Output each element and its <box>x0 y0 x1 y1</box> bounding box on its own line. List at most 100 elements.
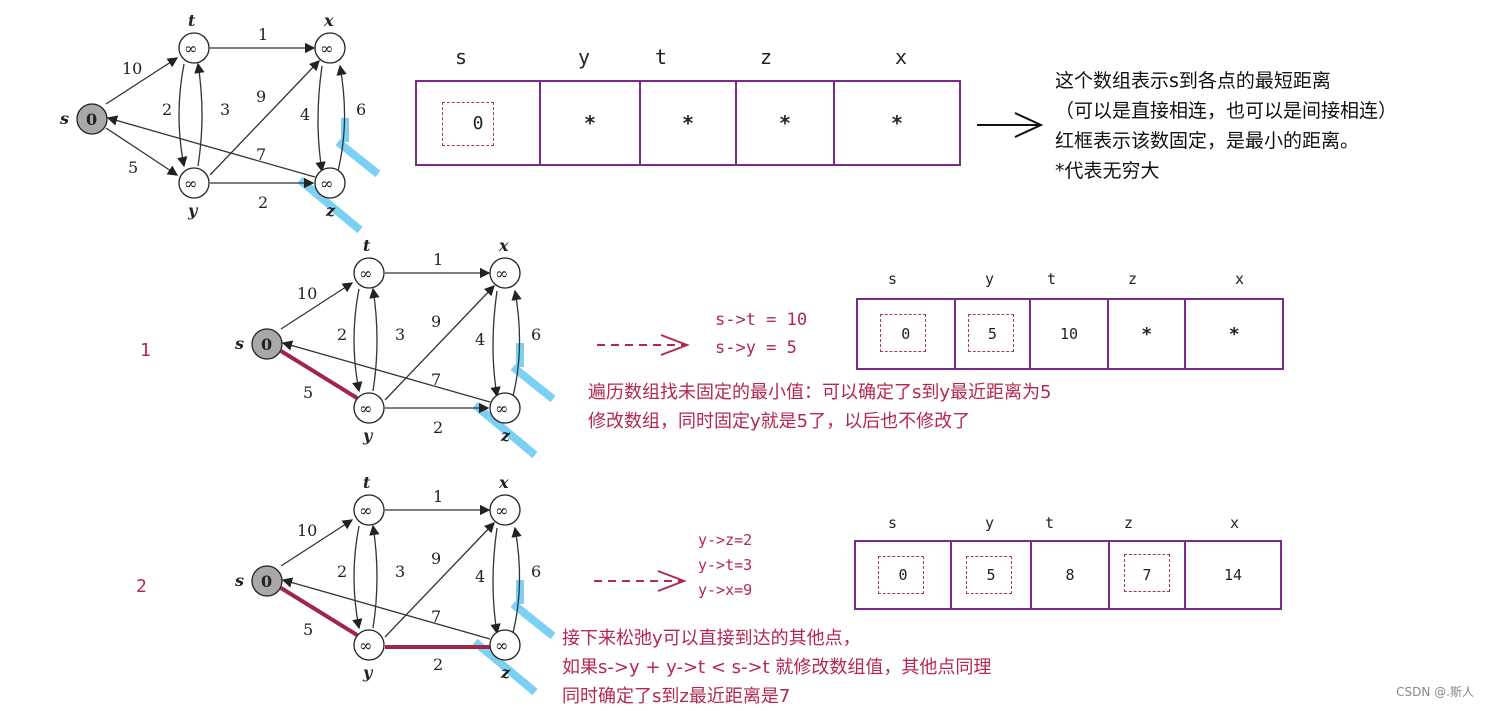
svg-text:10: 10 <box>297 521 317 540</box>
svg-text:∞: ∞ <box>184 174 197 193</box>
node-t <box>178 32 210 64</box>
array1-headers: s y t z x <box>888 270 1245 288</box>
svg-text:s: s <box>59 109 69 128</box>
svg-text:2: 2 <box>337 325 347 344</box>
svg-text:6: 6 <box>356 100 366 119</box>
watermark: CSDN @.斯人 <box>1396 685 1474 699</box>
svg-text:2: 2 <box>433 418 443 437</box>
edge-z-s <box>106 115 316 178</box>
explanation-text: 这个数组表示s到各点的最短距离 （可以是直接相连，也可以是间接相连） 红框表示该… <box>1055 70 1398 182</box>
svg-text:∞: ∞ <box>495 636 508 655</box>
edge-s-y-highlight <box>279 349 359 400</box>
cell-x: * <box>891 111 903 135</box>
edge-t-y <box>177 63 188 168</box>
svg-text:t: t <box>363 473 371 492</box>
cell-s: 0 <box>417 82 541 164</box>
svg-text:10: 10 <box>122 59 142 78</box>
graph-step0: 0 s ∞ t ∞ x ∞ y ∞ z 10 5 1 2 3 9 4 6 7 2 <box>59 11 381 234</box>
relax-list-step2: y->z=2 y->t=3 y->x=9 <box>698 531 753 599</box>
graph-step2: 0 s ∞ t ∞ x ∞ y ∞ z 10 5 1 2 3 9 4 6 7 2 <box>234 473 556 696</box>
svg-text:0: 0 <box>261 572 272 591</box>
svg-text:∞: ∞ <box>359 501 372 520</box>
svg-text:3: 3 <box>395 562 405 581</box>
svg-text:∞: ∞ <box>320 39 333 58</box>
svg-text:∞: ∞ <box>359 264 372 283</box>
edge-z-x <box>336 64 347 172</box>
svg-text:∞: ∞ <box>495 264 508 283</box>
svg-text:y: y <box>362 426 374 445</box>
svg-text:3: 3 <box>220 100 230 119</box>
svg-text:5: 5 <box>128 158 138 177</box>
svg-text:9: 9 <box>256 87 266 106</box>
distance-array-step1: 0 5 10 * * <box>856 298 1284 370</box>
svg-text:s: s <box>234 334 244 353</box>
svg-text:9: 9 <box>431 312 441 331</box>
svg-text:10: 10 <box>297 284 317 303</box>
svg-text:t: t <box>188 11 196 30</box>
cell-t: * <box>641 82 737 164</box>
svg-text:6: 6 <box>531 562 541 581</box>
svg-text:x: x <box>323 11 334 30</box>
svg-text:9: 9 <box>431 549 441 568</box>
svg-text:∞: ∞ <box>320 174 333 193</box>
edge-x-z <box>315 65 326 173</box>
svg-text:3: 3 <box>395 325 405 344</box>
fixed-marker <box>442 102 494 146</box>
dashed-arrow-step2 <box>594 570 687 592</box>
relax-list-step1: s->t = 10 s->y = 5 <box>715 310 808 358</box>
distance-array-step2: 0 5 8 7 14 <box>854 540 1282 610</box>
svg-text:4: 4 <box>475 567 485 586</box>
svg-text:1: 1 <box>433 250 443 269</box>
svg-text:2: 2 <box>433 655 443 674</box>
node-y <box>178 167 210 199</box>
edge-s-t <box>105 57 179 105</box>
svg-text:∞: ∞ <box>184 39 197 58</box>
distance-array-step0: 0 * * * * <box>415 80 961 166</box>
notes-step1: 遍历数组找未固定的最小值：可以确定了s到y最近距离为5 修改数组，同时固定y就是… <box>588 382 1052 432</box>
node-x <box>314 32 346 64</box>
svg-text:2: 2 <box>162 100 172 119</box>
array2-headers: s y t z x <box>888 514 1240 532</box>
svg-text:t: t <box>363 236 371 255</box>
svg-text:1: 1 <box>258 25 268 44</box>
notes-step2: 接下来松弛y可以直接到达的其他点， 如果s->y + y->t < s->t 就… <box>562 628 992 707</box>
svg-text:1: 1 <box>433 487 443 506</box>
svg-text:2: 2 <box>258 193 268 212</box>
svg-text:∞: ∞ <box>495 501 508 520</box>
svg-text:4: 4 <box>300 105 310 124</box>
svg-text:∞: ∞ <box>359 636 372 655</box>
dashed-arrow-step1 <box>597 334 690 356</box>
svg-text:y: y <box>187 201 199 220</box>
svg-text:s: s <box>234 571 244 590</box>
svg-text:7: 7 <box>431 370 441 389</box>
svg-text:0: 0 <box>261 335 272 354</box>
svg-text:z: z <box>500 663 511 682</box>
node-z <box>314 167 346 199</box>
svg-text:2: 2 <box>337 562 347 581</box>
svg-text:7: 7 <box>256 145 266 164</box>
svg-text:x: x <box>498 473 509 492</box>
graph-step1: 0 s ∞ t ∞ x ∞ y ∞ z 10 5 1 2 3 9 4 6 7 2 <box>234 236 556 459</box>
svg-text:z: z <box>325 201 336 220</box>
svg-text:7: 7 <box>431 607 441 626</box>
array0-headers: s y t z x <box>455 45 908 69</box>
cell-y: * <box>541 82 641 164</box>
step-number-1: 1 <box>140 340 151 361</box>
edge-s-y <box>105 127 179 176</box>
step-number-2: 2 <box>136 576 147 597</box>
node-s <box>76 103 108 135</box>
edge-y-t <box>194 62 205 167</box>
arrow-to-explanation <box>977 112 1044 138</box>
cell-z: * <box>737 82 835 164</box>
svg-text:∞: ∞ <box>359 399 372 418</box>
edge-y-x <box>209 60 320 176</box>
svg-text:∞: ∞ <box>495 399 508 418</box>
svg-text:4: 4 <box>475 330 485 349</box>
svg-text:5: 5 <box>303 620 313 639</box>
svg-text:6: 6 <box>531 325 541 344</box>
svg-text:x: x <box>498 236 509 255</box>
svg-text:0: 0 <box>86 110 97 129</box>
svg-text:5: 5 <box>303 383 313 402</box>
svg-text:z: z <box>500 426 511 445</box>
svg-text:y: y <box>362 663 374 682</box>
